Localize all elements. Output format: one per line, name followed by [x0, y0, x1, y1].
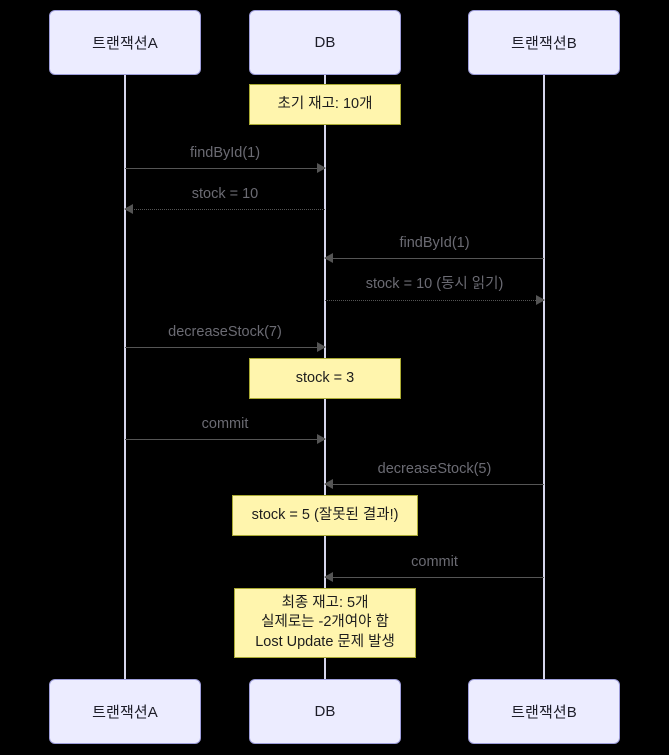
- note-text-line: Lost Update 문제 발생: [255, 633, 395, 650]
- participant-label: 트랜잭션A: [92, 35, 158, 52]
- message-line: [325, 577, 544, 578]
- message-line: [125, 209, 325, 210]
- participant-label: 트랜잭션B: [511, 35, 577, 52]
- note-note-initial-stock[interactable]: 초기 재고: 10개: [249, 84, 401, 125]
- participant-box-txB-bottom[interactable]: 트랜잭션B: [468, 679, 620, 744]
- arrowhead-left-icon: [124, 204, 133, 214]
- message-label: decreaseStock(7): [168, 324, 282, 340]
- message-label: findById(1): [189, 145, 261, 161]
- arrowhead-left-icon: [324, 253, 333, 263]
- message-label: stock = 10 (동시 읽기): [365, 276, 504, 292]
- participant-box-db-top[interactable]: DB: [249, 10, 401, 75]
- arrowhead-right-icon: [317, 163, 326, 173]
- note-note-stock-3[interactable]: stock = 3: [249, 358, 401, 399]
- message-line: [325, 300, 544, 301]
- note-text-line: stock = 5 (잘못된 결과!): [251, 506, 399, 523]
- participant-label: 트랜잭션B: [511, 704, 577, 721]
- message-line: [325, 258, 544, 259]
- message-label: commit: [411, 554, 458, 570]
- participant-label: DB: [314, 703, 336, 720]
- participant-label: DB: [314, 34, 336, 51]
- message-line: [325, 484, 544, 485]
- arrowhead-left-icon: [324, 572, 333, 582]
- message-line: [125, 439, 325, 440]
- message-line: [125, 168, 325, 169]
- message-label: findById(1): [399, 235, 470, 251]
- participant-box-txA-bottom[interactable]: 트랜잭션A: [49, 679, 201, 744]
- note-text-line: stock = 3: [295, 369, 355, 386]
- message-label: commit: [201, 416, 249, 432]
- arrowhead-right-icon: [317, 342, 326, 352]
- arrowhead-left-icon: [324, 479, 333, 489]
- message-line: [125, 347, 325, 348]
- lifeline-txA: [124, 75, 126, 679]
- note-text-line: 초기 재고: 10개: [277, 95, 373, 112]
- participant-box-txB-top[interactable]: 트랜잭션B: [468, 10, 620, 75]
- arrowhead-right-icon: [317, 434, 326, 444]
- message-label: stock = 10: [191, 186, 259, 202]
- arrowhead-right-icon: [536, 295, 545, 305]
- lifeline-txB: [543, 75, 545, 679]
- note-text-line: 실제로는 -2개여야 함: [261, 614, 389, 631]
- participant-label: 트랜잭션A: [92, 704, 158, 721]
- note-note-stock-5-wrong[interactable]: stock = 5 (잘못된 결과!): [232, 495, 418, 536]
- participant-box-txA-top[interactable]: 트랜잭션A: [49, 10, 201, 75]
- message-label: decreaseStock(5): [377, 461, 492, 477]
- participant-box-db-bottom[interactable]: DB: [249, 679, 401, 744]
- note-text-line: 최종 재고: 5개: [281, 594, 369, 611]
